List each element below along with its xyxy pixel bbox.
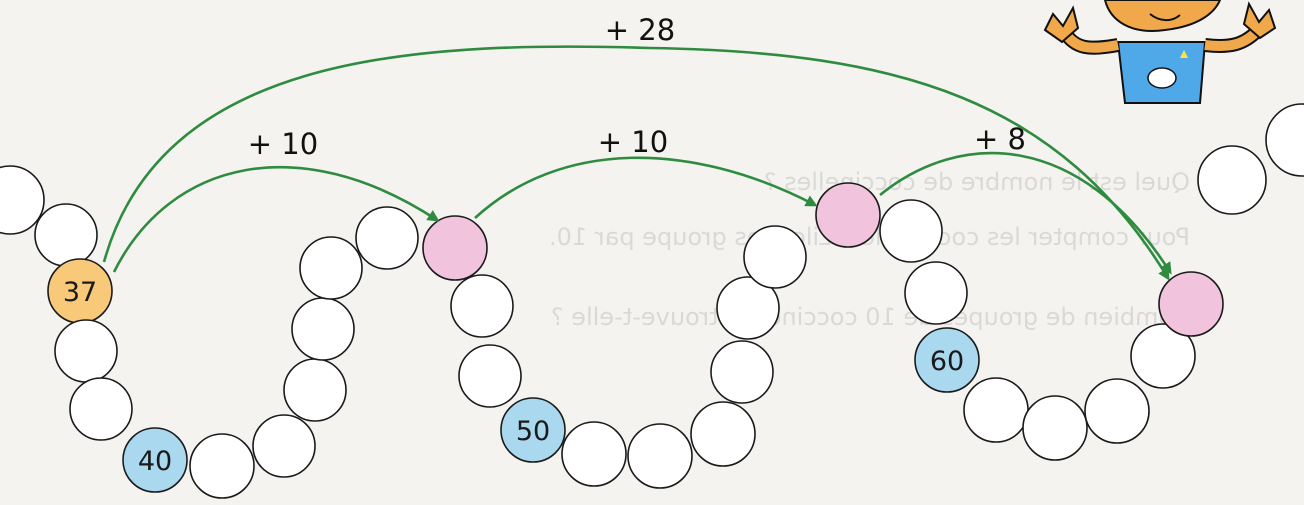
bead bbox=[69, 377, 133, 441]
bead-tens-50: 50 bbox=[500, 397, 566, 463]
bead-partial-right bbox=[1265, 103, 1304, 177]
bead-target-65 bbox=[1158, 271, 1224, 337]
bead-start: 37 bbox=[47, 258, 113, 324]
bead bbox=[283, 358, 347, 422]
bead bbox=[355, 206, 419, 270]
bead bbox=[450, 274, 514, 338]
bead-start-number: 37 bbox=[63, 277, 97, 308]
bead-target-57 bbox=[815, 182, 881, 248]
bead bbox=[716, 276, 780, 340]
bead bbox=[1084, 378, 1150, 444]
bead bbox=[710, 340, 774, 404]
bead bbox=[34, 203, 98, 267]
jump-label-total: + 28 bbox=[605, 13, 675, 47]
bead-tens-label: 40 bbox=[138, 446, 172, 477]
bead bbox=[963, 377, 1029, 443]
jump-arrow-2 bbox=[474, 156, 818, 219]
bead bbox=[904, 261, 968, 325]
jump-label-1: + 10 bbox=[248, 127, 318, 161]
bead-tens-60: 60 bbox=[914, 327, 980, 393]
jump-label-3: + 8 bbox=[974, 122, 1026, 156]
bead-partial-left bbox=[0, 165, 45, 235]
bead-tens-40: 40 bbox=[122, 427, 188, 493]
bead bbox=[54, 319, 118, 383]
jump-label-2: + 10 bbox=[598, 125, 668, 159]
ghost-line-3: Combien de groupes de 10 coccinelles tro… bbox=[551, 303, 1190, 331]
bead bbox=[561, 421, 627, 487]
bead bbox=[690, 401, 756, 467]
bead bbox=[1022, 395, 1088, 461]
bead-tens-label: 50 bbox=[516, 416, 550, 447]
bead bbox=[252, 414, 316, 478]
bead-chain: 37 40 50 60 bbox=[0, 103, 1304, 499]
jump-arrow-total bbox=[102, 45, 1170, 281]
bead bbox=[291, 297, 355, 361]
jump-arrow-3 bbox=[879, 151, 1172, 275]
bead bbox=[627, 423, 693, 489]
bead bbox=[743, 225, 807, 289]
bead-target-47 bbox=[422, 215, 488, 281]
jump-arrow-1 bbox=[112, 165, 440, 273]
bead bbox=[189, 433, 255, 499]
bead bbox=[1130, 323, 1196, 389]
bead bbox=[879, 199, 943, 263]
bead bbox=[299, 236, 363, 300]
jump-arrows: + 10 + 10 + 8 + 28 bbox=[102, 13, 1172, 281]
bead bbox=[1197, 145, 1267, 215]
bead bbox=[458, 344, 522, 408]
bead-tens-label: 60 bbox=[930, 346, 964, 377]
boy-character-icon bbox=[1043, 0, 1277, 104]
